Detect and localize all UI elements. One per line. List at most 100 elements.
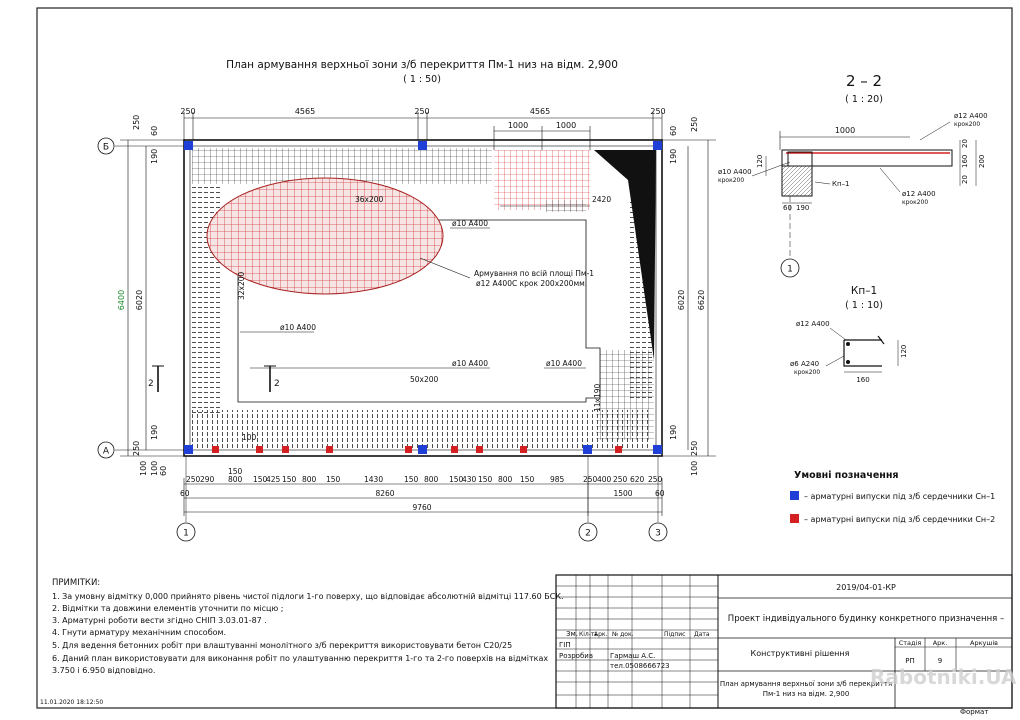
dim-left-6400: 6400 xyxy=(117,290,126,310)
callout-phi10-right: ø10 А400 xyxy=(546,359,582,368)
sec-phi12-top: ø12 А400 xyxy=(954,112,988,120)
dim-b-250: 250 xyxy=(186,475,201,484)
dim-right-60: 60 xyxy=(669,126,678,136)
dim-b-150c: 150 xyxy=(326,475,341,484)
tb-rozrobyv: Розробив xyxy=(559,652,593,660)
right-dimensions: 6020 6620 60 250 190 190 250 100 xyxy=(662,117,716,476)
axis-3-bubble xyxy=(648,522,668,542)
callout-phi10-top: ø10 А400 xyxy=(452,219,488,228)
section-2-2: 2 – 2 ( 1 : 20) 1000 120 ø12 А400 крок20… xyxy=(718,72,988,278)
dim-b-150a: 150 xyxy=(253,475,268,484)
dim-bottom-150: 150 xyxy=(228,467,243,476)
sec-axis-bubble xyxy=(780,258,800,278)
sec-dim-20b: 20 xyxy=(961,175,969,184)
kp-phi6: ø6 А240 xyxy=(790,360,819,368)
dim-right-6020: 6020 xyxy=(677,290,686,310)
sec-dim-60: 60 xyxy=(783,204,792,212)
dim-top-250a: 250 xyxy=(180,107,195,116)
kp-phi12: ø12 А400 xyxy=(796,320,830,328)
tb-h-doc: № док. xyxy=(612,631,634,638)
dim-top-1000b: 1000 xyxy=(556,121,576,130)
note-6: 6. Даний план використовувати для викона… xyxy=(52,654,548,663)
tb-code: 2019/04-01-КР xyxy=(836,583,896,592)
dim-b-400: 400 xyxy=(597,475,612,484)
plan-callouts: 36х200 2420 ø10 А400 32х200 ø10 А400 ø10… xyxy=(237,195,611,442)
axis-a-bubble xyxy=(97,441,115,459)
dim-b-9760: 9760 xyxy=(412,503,431,512)
title-block-text: 2019/04-01-КР Проект індивідуального буд… xyxy=(559,583,1017,716)
cut-label-right: 2 xyxy=(274,379,280,389)
kp-dim-120: 120 xyxy=(900,345,908,358)
axis-2-label: 2 xyxy=(585,529,591,539)
dim-b-620: 620 xyxy=(630,475,645,484)
dim-b-250d: 250 xyxy=(648,475,663,484)
bottom-band-bars xyxy=(192,410,652,448)
sec-axis-label: 1 xyxy=(787,265,793,275)
callout-50x200: 50х200 xyxy=(410,375,439,384)
sec-dim-1000: 1000 xyxy=(835,126,855,135)
plot-timestamp: 11.01.2020 18:12:50 xyxy=(40,699,103,706)
tb-h-pidp: Підпис xyxy=(664,631,685,638)
dim-b-250b: 250 xyxy=(583,475,598,484)
kp-1-detail: Кп–1 ( 1 : 10) ø12 А400 ø6 А240 крок200 … xyxy=(790,285,908,384)
sec-krok-c: крок200 xyxy=(902,199,928,206)
section-scale: ( 1 : 20) xyxy=(845,94,883,105)
kp-title: Кп–1 xyxy=(851,285,877,297)
sec-dim-20a: 20 xyxy=(961,139,969,148)
callout-phi10-left: ø10 А400 xyxy=(280,323,316,332)
dim-top-4565a: 4565 xyxy=(295,107,315,116)
axis-a-label: А xyxy=(103,447,110,457)
axis-2-bubble xyxy=(578,522,598,542)
tb-sheet-title-1: План армування верхньої зони з/б перекри… xyxy=(720,680,892,688)
kp-dim-160: 160 xyxy=(856,376,869,384)
dim-b-60a: 60 xyxy=(180,489,190,498)
axis-1-label: 1 xyxy=(183,529,189,539)
callout-11x190: 11х190 xyxy=(593,383,602,412)
sheet-frame xyxy=(36,7,1013,709)
dim-b-150d: 150 xyxy=(404,475,419,484)
notes-block: ПРИМІТКИ: 1. За умовну відмітку 0,000 пр… xyxy=(40,578,564,706)
sec-kp: Кп–1 xyxy=(832,180,850,188)
dim-right-100: 100 xyxy=(690,461,699,476)
mesh-note-line2: ø12 А400С крок 200х200мм. xyxy=(476,279,587,288)
plan-slab xyxy=(183,139,663,457)
legend-item-cn1: – арматурні випуски під з/б сердечники C… xyxy=(804,492,995,501)
dim-top-1000a: 1000 xyxy=(508,121,528,130)
dim-b-800a: 800 xyxy=(228,475,243,484)
tb-arkushiv-h: Аркушів xyxy=(970,639,998,647)
tb-h-kil: Кіл-ть xyxy=(579,631,598,638)
dim-left-60b: 60 xyxy=(159,466,168,476)
cut-2-marks xyxy=(152,365,276,392)
sec-krok-a: крок200 xyxy=(954,121,980,128)
dim-b-150e: 150 xyxy=(449,475,464,484)
cn2-markers xyxy=(212,446,622,453)
legend-swatch-cn2 xyxy=(790,514,799,523)
dim-b-425: 425 xyxy=(266,475,281,484)
dim-right-190a: 190 xyxy=(669,149,678,164)
note-1: 1. За умовну відмітку 0,000 прийнято рів… xyxy=(52,592,564,601)
callout-36x200: 36х200 xyxy=(355,195,384,204)
tb-h-zm: Зм. xyxy=(566,630,578,638)
plan-title-text: План армування верхньої зони з/б перекри… xyxy=(226,59,618,71)
dim-left-100a: 100 xyxy=(139,461,148,476)
dim-right-190b: 190 xyxy=(669,425,678,440)
note-2: 2. Відмітки та довжини елементів уточнит… xyxy=(52,604,283,613)
dim-b-150g: 150 xyxy=(520,475,535,484)
dim-top-250c: 250 xyxy=(650,107,665,116)
dim-b-150b: 150 xyxy=(282,475,297,484)
axis-b-label: Б xyxy=(103,143,109,153)
slab-outline xyxy=(183,139,663,457)
legend-item-cn2: – арматурні випуски під з/б сердечники C… xyxy=(804,515,995,524)
dim-b-800b: 800 xyxy=(302,475,317,484)
notes-title: ПРИМІТКИ: xyxy=(52,578,100,588)
dim-b-1430: 1430 xyxy=(364,475,383,484)
sec-phi12-bot: ø12 А400 xyxy=(902,190,936,198)
kp-krok: крок200 xyxy=(794,369,820,376)
note-3: 3. Арматурні роботи вести згідно СНІП 3.… xyxy=(52,616,267,625)
dim-left-60a: 60 xyxy=(150,126,159,136)
bottom-right-mesh xyxy=(596,350,654,440)
note-6-cont: 3.750 і 6.950 відповідно. xyxy=(52,666,155,675)
tb-ark: 9 xyxy=(938,657,942,665)
legend: Умовні позначення – арматурні випуски пі… xyxy=(790,470,995,524)
dim-right-250a: 250 xyxy=(690,117,699,132)
